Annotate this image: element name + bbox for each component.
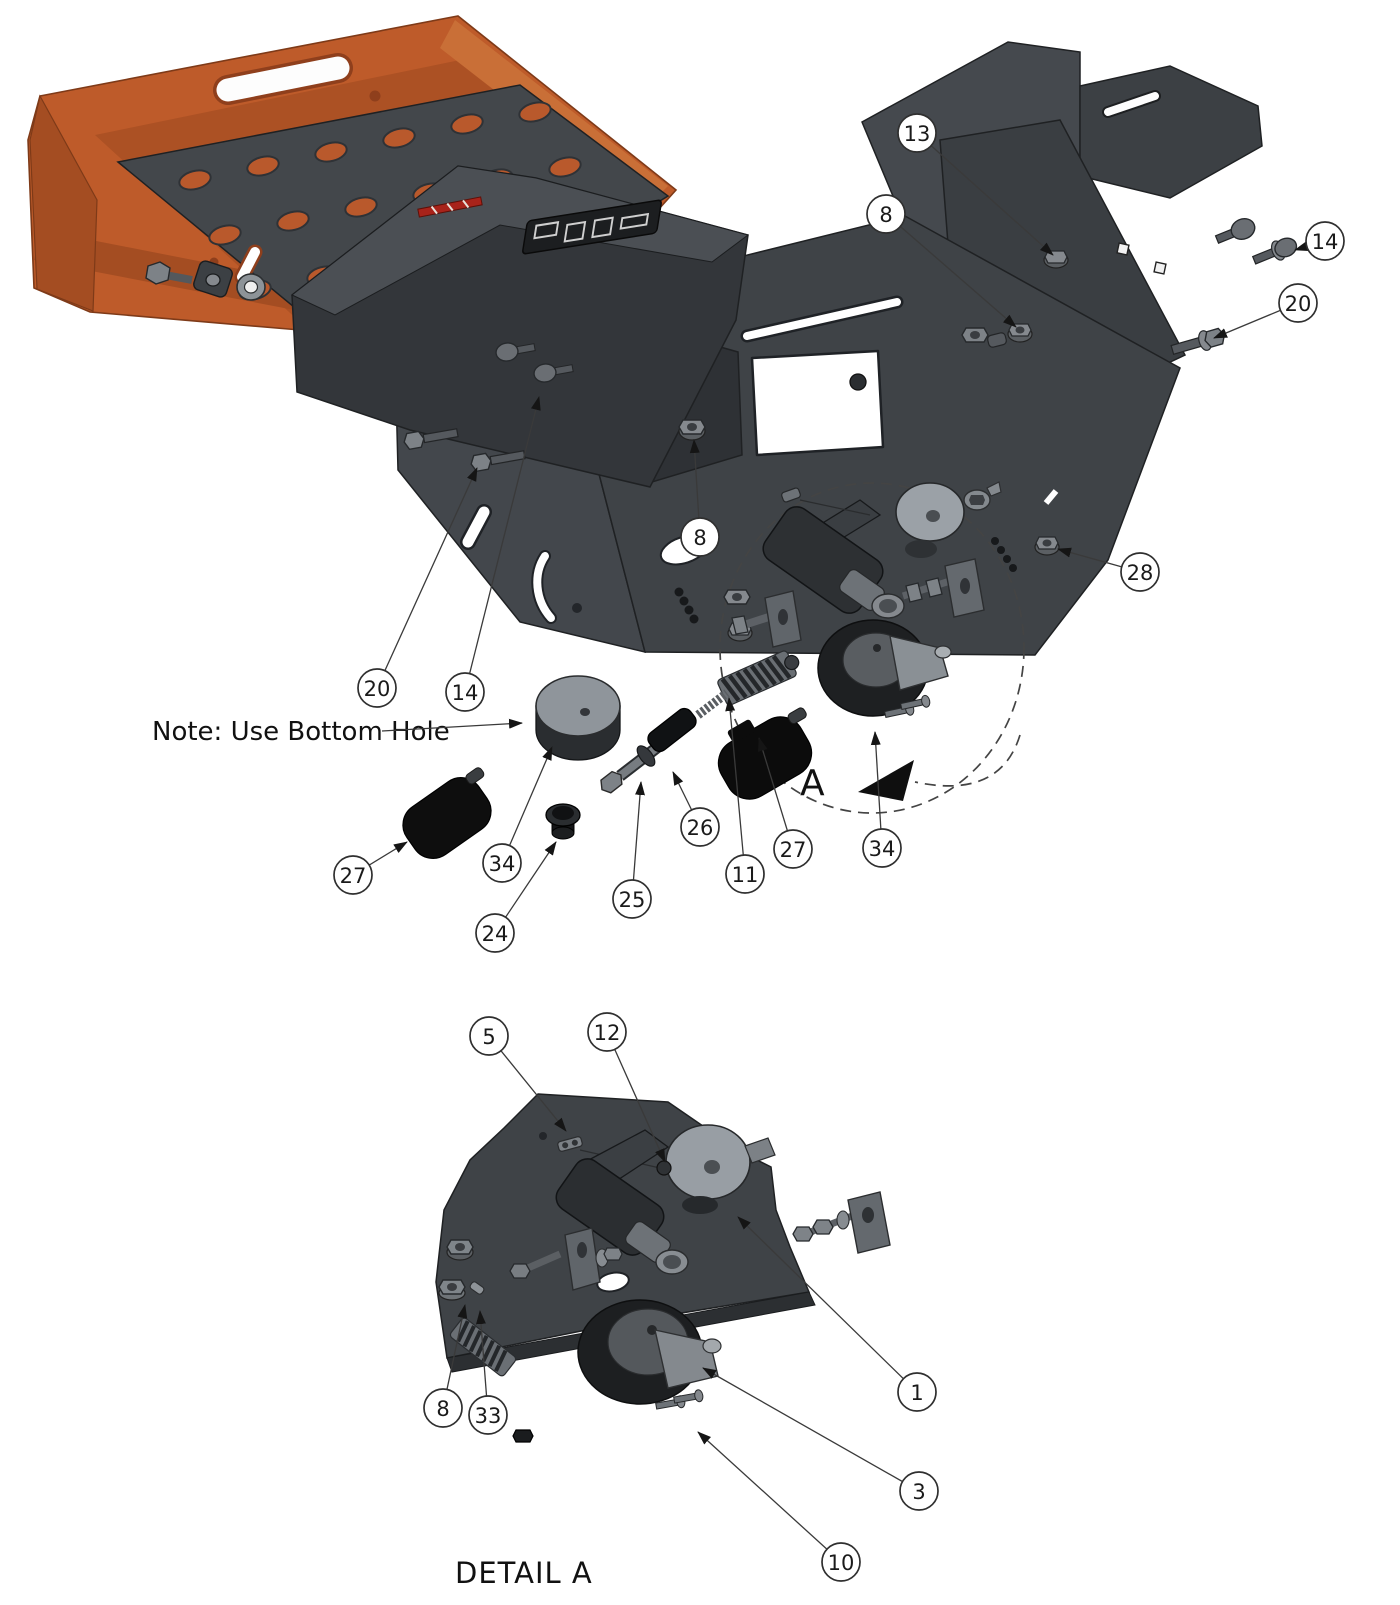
callout-11: 11 bbox=[725, 697, 765, 894]
svg-text:13: 13 bbox=[904, 122, 931, 146]
callout-34-right: 34 bbox=[862, 731, 902, 868]
svg-text:26: 26 bbox=[687, 816, 714, 840]
solenoid-cluster bbox=[674, 481, 1017, 648]
svg-text:8: 8 bbox=[879, 203, 892, 227]
svg-text:24: 24 bbox=[482, 922, 509, 946]
rubber-ring-with-clamp bbox=[817, 619, 952, 719]
rubber-puck-large bbox=[535, 675, 621, 761]
tray-hole bbox=[369, 90, 381, 102]
rubber-stop-left bbox=[402, 767, 492, 859]
svg-text:8: 8 bbox=[693, 526, 706, 550]
callout-34-left: 34 bbox=[482, 746, 553, 883]
brand-decal bbox=[522, 199, 662, 255]
callout-8-top: 8 bbox=[866, 194, 1017, 328]
svg-text:27: 27 bbox=[780, 838, 807, 862]
note-text: Note: Use Bottom Hole bbox=[152, 717, 450, 747]
svg-text:34: 34 bbox=[489, 852, 516, 876]
callout-10: 10 bbox=[697, 1431, 861, 1582]
callout-8-bottom: 8 bbox=[423, 1304, 468, 1428]
svg-text:11: 11 bbox=[732, 863, 759, 887]
svg-text:8: 8 bbox=[436, 1397, 449, 1421]
callout-24: 24 bbox=[475, 841, 557, 953]
bushing bbox=[545, 803, 581, 840]
callout-20-right: 20 bbox=[1213, 283, 1318, 339]
svg-text:20: 20 bbox=[1285, 292, 1312, 316]
carriage-bolt bbox=[1251, 237, 1298, 265]
bolt-and-washer-cluster bbox=[145, 260, 266, 301]
svg-text:20: 20 bbox=[364, 677, 391, 701]
callout-25: 25 bbox=[612, 781, 652, 919]
frame-fasteners bbox=[403, 217, 1298, 556]
svg-text:34: 34 bbox=[869, 837, 896, 861]
svg-text:10: 10 bbox=[828, 1551, 855, 1575]
callout-14-right: 14 bbox=[1294, 221, 1345, 261]
callout-27-right: 27 bbox=[758, 737, 813, 869]
detail-a-view bbox=[435, 1093, 891, 1443]
tray-slot bbox=[234, 244, 263, 285]
callout-20-left: 20 bbox=[357, 467, 478, 708]
handle-slot bbox=[213, 53, 353, 105]
svg-text:3: 3 bbox=[912, 1480, 925, 1504]
svg-text:25: 25 bbox=[619, 888, 646, 912]
svg-text:1: 1 bbox=[910, 1381, 923, 1405]
spring-and-eyebolt bbox=[600, 650, 800, 794]
warning-stripe-decal bbox=[417, 196, 483, 218]
clip bbox=[557, 1136, 583, 1152]
detail-ring-with-clamp bbox=[577, 1299, 722, 1410]
svg-text:12: 12 bbox=[594, 1021, 621, 1045]
callout-13: 13 bbox=[897, 113, 1054, 256]
detail-title: DETAIL A bbox=[455, 1556, 593, 1590]
callout-33: 33 bbox=[468, 1310, 508, 1435]
cover-shell bbox=[291, 165, 750, 488]
svg-text:14: 14 bbox=[452, 681, 479, 705]
callout-27-left: 27 bbox=[333, 841, 408, 895]
pulley-disc bbox=[895, 482, 965, 558]
detail-marker-a: A bbox=[800, 763, 825, 804]
callout-5: 5 bbox=[469, 1016, 567, 1132]
frame-window bbox=[750, 349, 885, 457]
svg-text:28: 28 bbox=[1127, 561, 1154, 585]
svg-text:27: 27 bbox=[340, 864, 367, 888]
callout-12: 12 bbox=[587, 1012, 666, 1163]
callout-28: 28 bbox=[1057, 547, 1160, 592]
callout-1: 1 bbox=[737, 1216, 937, 1412]
detail-boundary bbox=[719, 482, 1025, 814]
svg-text:14: 14 bbox=[1312, 230, 1339, 254]
note-annotation: Note: Use Bottom Hole bbox=[152, 717, 523, 747]
carriage-bolt bbox=[1214, 217, 1256, 244]
svg-text:5: 5 bbox=[482, 1025, 495, 1049]
svg-text:33: 33 bbox=[475, 1404, 502, 1428]
callout-14-left: 14 bbox=[445, 396, 541, 712]
callout-8-mid: 8 bbox=[680, 439, 720, 557]
orange-tray bbox=[27, 15, 678, 336]
detail-arrow bbox=[858, 760, 914, 801]
callout-3: 3 bbox=[702, 1367, 939, 1511]
callout-26: 26 bbox=[672, 771, 720, 847]
